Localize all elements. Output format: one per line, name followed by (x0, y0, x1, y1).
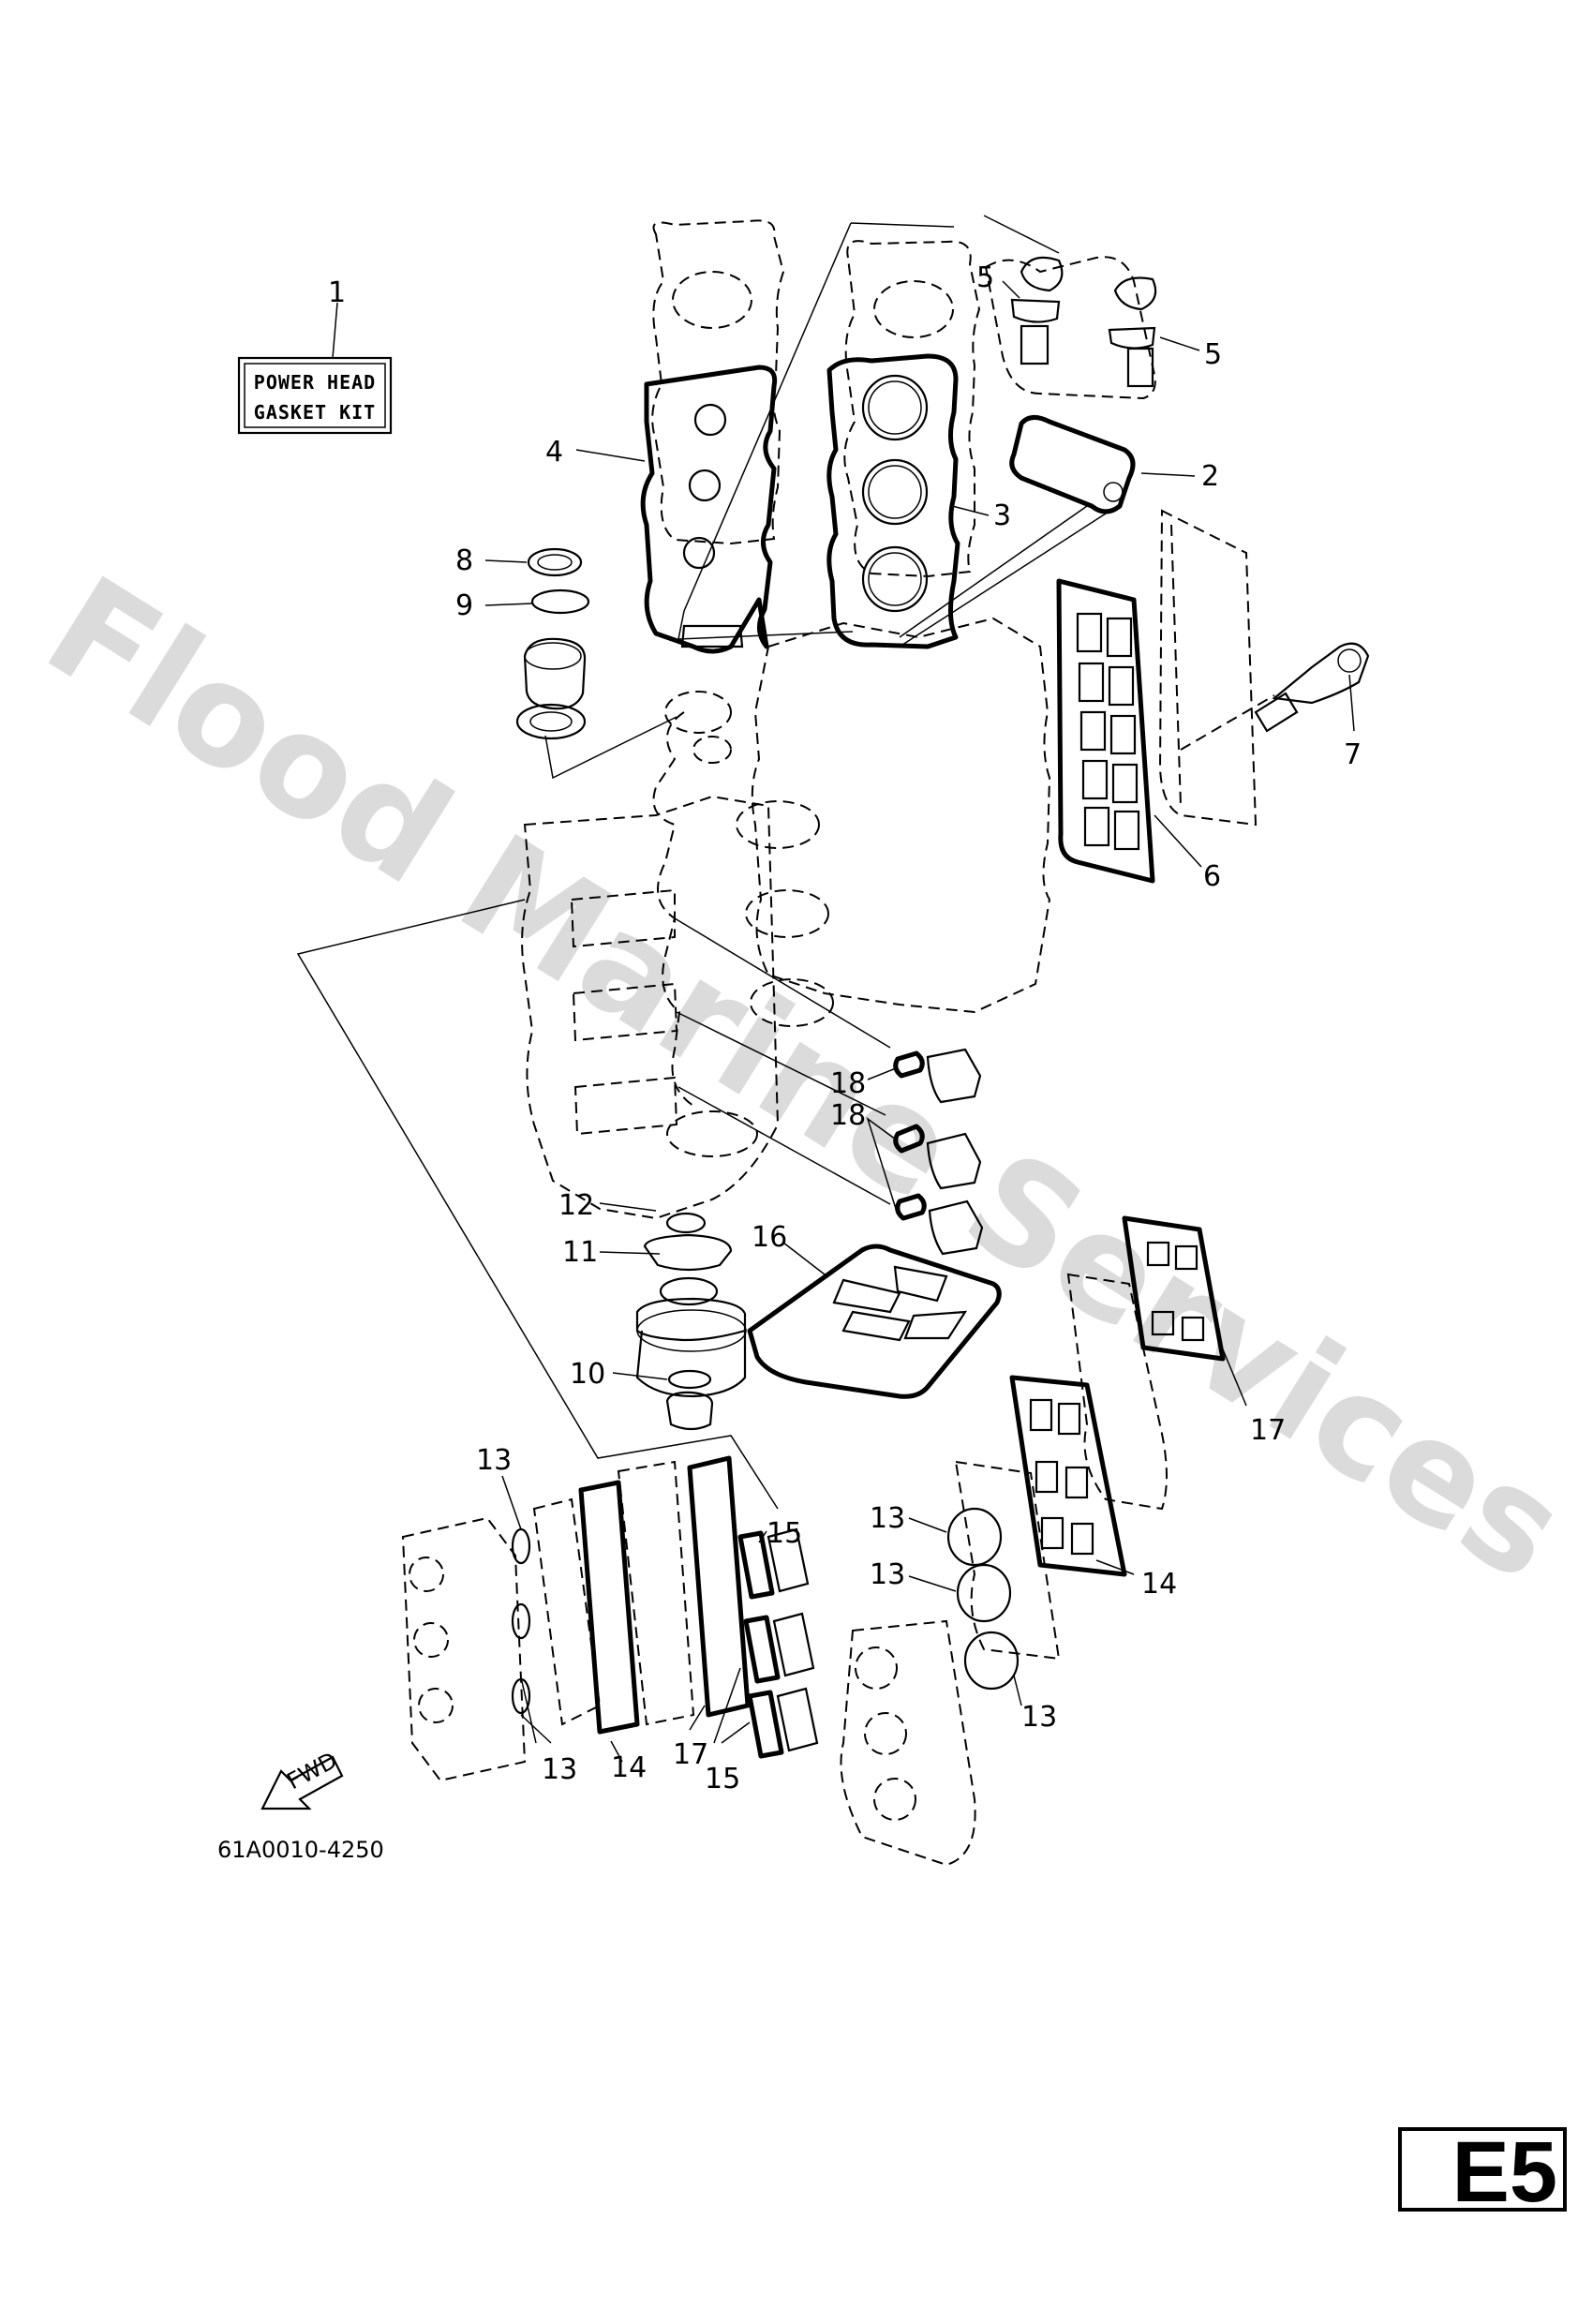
callout-2: 2 (1201, 460, 1219, 493)
fwd-arrow: FWD (261, 1747, 344, 1810)
callout-12: 12 (558, 1189, 594, 1222)
cylinder-head-assembly (640, 219, 981, 654)
exhaust-cover-group (899, 509, 1370, 884)
drawing-code: 61A0010-4250 (217, 1837, 384, 1863)
thermostat-cover-group (899, 215, 1157, 638)
lower-bearing-stack (635, 1212, 747, 1431)
callout-1: 1 (328, 276, 346, 309)
callout-4: 4 (545, 436, 563, 469)
callout-13b: 13 (542, 1753, 577, 1786)
callout-3: 3 (993, 499, 1011, 532)
left-intake-group (401, 1455, 819, 1782)
kit-label-line2: GASKET KIT (254, 401, 376, 424)
callout-13e: 13 (1021, 1701, 1057, 1734)
callout-13c: 13 (870, 1502, 905, 1535)
cylinder-block (521, 617, 1051, 1220)
callout-13d: 13 (870, 1558, 905, 1591)
watermark: Flood Marine Services (20, 546, 1578, 1613)
callout-14b: 14 (1141, 1568, 1177, 1601)
page-number: E5 (1451, 2124, 1557, 2220)
reed-gaskets (674, 917, 984, 1256)
right-intake-group (840, 1215, 1226, 1867)
page-number-box: E5 (1398, 2125, 1567, 2219)
upper-seals (515, 547, 677, 780)
fwd-label: FWD (283, 1747, 342, 1795)
callout-7: 7 (1344, 738, 1362, 771)
callout-10: 10 (570, 1358, 605, 1391)
callout-16: 16 (752, 1221, 787, 1254)
callout-9: 9 (455, 589, 473, 622)
bracket-lines (296, 899, 779, 1510)
callout-13a: 13 (476, 1444, 512, 1477)
callout-11: 11 (562, 1236, 598, 1269)
callout-8: 8 (455, 544, 473, 577)
callout-18b: 18 (830, 1099, 866, 1132)
callout-18a: 18 (830, 1067, 866, 1100)
callout-15a: 15 (767, 1517, 802, 1550)
kit-label-line1: POWER HEAD (254, 371, 376, 394)
callout-17a: 17 (673, 1738, 708, 1771)
callout-14a: 14 (611, 1751, 647, 1784)
callout-5b: 5 (1204, 338, 1222, 371)
lower-case-gasket (747, 1244, 1002, 1399)
callouts: 1 2 3 4 5 5 6 7 8 9 10 11 12 13 13 13 (328, 261, 1362, 1795)
callout-5a: 5 (976, 261, 994, 294)
callout-17b: 17 (1250, 1414, 1286, 1447)
callout-15b: 15 (705, 1763, 740, 1795)
callout-6: 6 (1203, 860, 1221, 893)
kit-label: POWER HEAD GASKET KIT (237, 302, 393, 435)
